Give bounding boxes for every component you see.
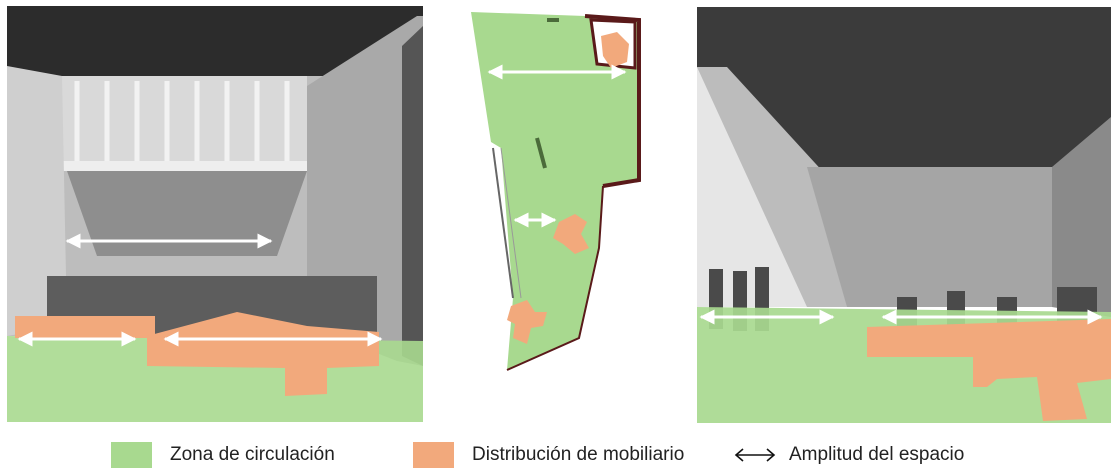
legend-item-furniture: Distribución de mobiliario — [413, 437, 684, 473]
floor-plan-drawing — [471, 12, 641, 371]
left-photo-drawing — [7, 6, 423, 422]
plan-furniture-bottom — [507, 300, 547, 344]
ceiling-shadow — [7, 6, 423, 86]
legend: Zona de circulación Distribución de mobi… — [0, 437, 1116, 473]
right-wall — [1052, 117, 1111, 317]
mezzanine-slab — [37, 161, 307, 171]
back-concrete-wall — [807, 167, 1052, 307]
plan-column — [535, 137, 547, 169]
left-beam — [697, 67, 847, 307]
plan-furniture-top — [601, 32, 629, 68]
plan-circulation-zone — [471, 12, 639, 370]
right-photo-drawing — [697, 7, 1111, 423]
furniture-label: Distribución de mobiliario — [472, 444, 685, 465]
left-pillar — [7, 66, 67, 336]
double-arrow-icon — [734, 448, 776, 462]
floor-plan — [467, 8, 647, 375]
plan-furniture-middle — [553, 214, 589, 254]
plan-stair-2 — [500, 147, 522, 299]
amplitude-label: Amplitud del espacio — [789, 444, 965, 465]
furniture-cluster — [867, 319, 1111, 421]
plan-wall-right — [584, 14, 641, 188]
mezzanine-underside — [67, 171, 307, 256]
legend-item-amplitude: Amplitud del espacio — [733, 437, 964, 473]
circulation-swatch — [111, 442, 152, 468]
plan-stair — [492, 147, 514, 299]
furniture-swatch — [413, 442, 454, 468]
left-space-photo — [7, 6, 423, 422]
right-wall-edge — [402, 26, 423, 366]
plan-wall-lower — [506, 185, 604, 371]
furniture-bench-left — [15, 316, 155, 338]
legend-item-circulation: Zona de circulación — [111, 437, 335, 473]
circulation-label: Zona de circulación — [170, 444, 335, 465]
right-space-photo — [697, 7, 1111, 423]
